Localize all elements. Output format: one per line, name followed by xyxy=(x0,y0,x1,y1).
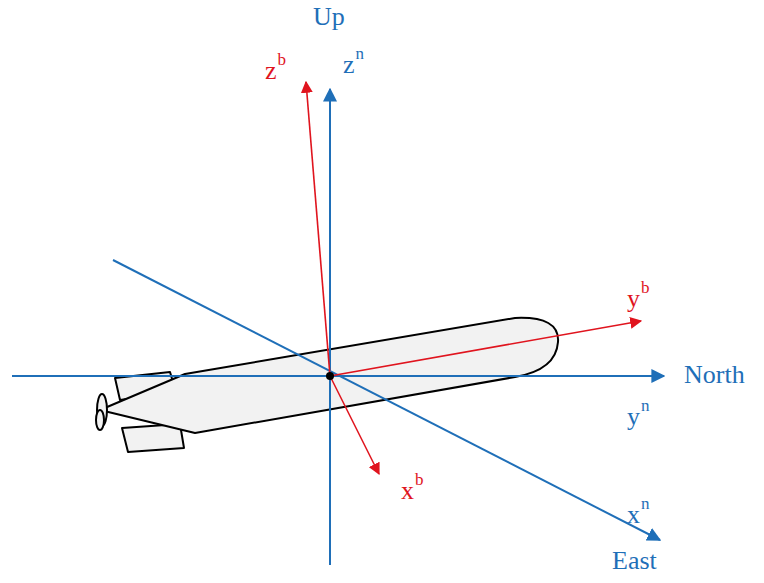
axis-label: z xyxy=(265,56,277,86)
axis-label: East xyxy=(612,546,657,576)
axis-label: Up xyxy=(313,2,345,32)
axis-superscript: b xyxy=(641,278,650,298)
axis-label: z xyxy=(343,50,355,80)
origin-dot xyxy=(326,372,334,380)
xn-axis xyxy=(113,260,660,540)
propeller-blade xyxy=(96,410,104,430)
axis-label: North xyxy=(684,360,745,390)
navigation-axes xyxy=(12,89,664,565)
axis-label: y xyxy=(627,284,640,314)
axis-label: x xyxy=(401,476,414,506)
axis-superscript: n xyxy=(356,44,365,64)
axis-label: y xyxy=(627,402,640,432)
zn-axis xyxy=(329,89,331,565)
body-axes xyxy=(306,82,641,474)
yb-axis xyxy=(330,321,641,376)
axis-label: x xyxy=(627,500,640,530)
xb-axis xyxy=(330,376,379,474)
axis-superscript: n xyxy=(641,396,650,416)
axis-superscript: n xyxy=(641,494,650,514)
axis-superscript: b xyxy=(415,470,424,490)
zb-axis xyxy=(306,82,330,376)
axis-superscript: b xyxy=(278,50,287,70)
